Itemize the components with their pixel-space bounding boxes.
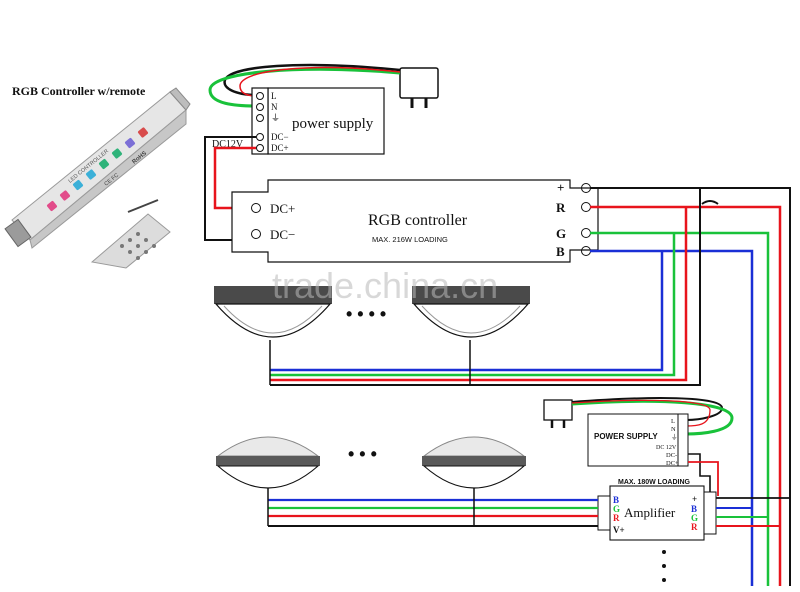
amplifier-left-terminal-vplus: V+: [613, 525, 625, 535]
amplifier: MAX. 180W LOADING Amplifier B G R V+ + B…: [597, 479, 717, 541]
ps-bottom-terminal-n: N: [671, 426, 676, 433]
amplifier-right-terminal-plus: +: [692, 494, 697, 504]
bus-red: [590, 205, 782, 586]
rgb-controller-terminal-b: B: [556, 244, 565, 259]
photo-title: RGB Controller w/remote: [12, 84, 146, 98]
controller-buttons: [46, 127, 149, 212]
bus-blue: [590, 249, 754, 586]
amplifier-left-terminal-b: B: [613, 495, 619, 505]
ps-bottom-terminal-dc-minus: DC-: [666, 452, 677, 459]
lamp-bottom-2: [422, 436, 526, 489]
ac-cable-green-top: [208, 67, 401, 108]
controller-button: [124, 137, 136, 149]
lamp-bottom-1: [216, 436, 320, 489]
plug-bottom: [543, 399, 573, 428]
plug-top: [399, 67, 439, 108]
ac-cable-black-top: [223, 63, 401, 97]
amplifier-right-terminal-g: G: [691, 513, 698, 523]
ps-top-title: power supply: [292, 116, 374, 132]
controller-button: [85, 169, 97, 180]
amp-power-red: [688, 461, 719, 496]
remote-photo: [90, 199, 171, 269]
ac-cable-black-bottom: [571, 397, 724, 421]
controller-button: [137, 127, 149, 138]
ps-top-terminal-dc-minus: DC−: [271, 132, 289, 142]
amplifier-title: Amplifier: [624, 505, 676, 520]
continuation-dots: [662, 550, 666, 582]
ps-top-terminal-ground: ⏚: [271, 113, 280, 123]
lamp-wire-top-red: [270, 207, 688, 382]
bus-green: [590, 231, 770, 586]
watermark: trade.china.cn: [272, 265, 498, 306]
rgb-controller-terminal-r: R: [556, 200, 566, 215]
ps-top-terminal-l: L: [271, 91, 277, 101]
rgb-controller-terminal-g: G: [556, 226, 566, 241]
amplifier-left-terminal-g: G: [613, 504, 620, 514]
lamp-wire-top-blue: [270, 251, 664, 372]
rgb-controller-terminal-dc-minus: DC−: [270, 227, 295, 242]
rgb-controller: DC+ DC− RGB controller MAX. 216W LOADING…: [231, 179, 599, 263]
lamp-wire-top-green: [270, 233, 676, 377]
controller-button: [59, 190, 71, 201]
lamp-wire-top-black: [270, 188, 701, 386]
ac-cable-green-bottom: [571, 399, 734, 436]
ellipsis-bottom: • • •: [348, 444, 377, 464]
rgb-controller-terminal-dc-plus: DC+: [270, 201, 295, 216]
ps-bottom-terminal-dc12v: DC 12V: [656, 445, 677, 451]
ps-top-terminal-n: N: [271, 102, 278, 112]
rgb-controller-rating: MAX. 216W LOADING: [372, 235, 448, 244]
controller-button: [98, 158, 110, 170]
lamp-top-1: [214, 286, 332, 338]
ps-top-voltage-label: DC12V: [212, 139, 244, 150]
lamp-drop-top-bridge: [701, 200, 719, 205]
power-supply-top: L N ⏚ DC− DC+ power supply: [251, 87, 385, 155]
amplifier-right-terminal-b: B: [691, 504, 697, 514]
ac-cable-red-bottom: [571, 399, 711, 427]
ps-top-terminal-dc-plus: DC+: [271, 143, 289, 153]
lamp-top-2: [412, 286, 530, 338]
ps-bottom-terminal-l: L: [671, 418, 675, 425]
bus-black-plus: [590, 187, 791, 586]
ellipsis-top: • • • •: [346, 304, 386, 324]
amplifier-left-terminal-r: R: [613, 513, 620, 523]
rgb-controller-terminal-plus: +: [557, 180, 564, 195]
controller-button: [72, 179, 84, 191]
ps-bottom-title: POWER SUPPLY: [594, 432, 658, 441]
amp-power-black: [688, 453, 711, 496]
rgb-controller-title: RGB controller: [368, 212, 468, 229]
ps-bottom-terminal-ground: ⏚: [671, 433, 678, 441]
controller-button: [111, 148, 123, 159]
ac-cable-red-top: [239, 66, 401, 97]
power-supply-bottom: POWER SUPPLY L N ⏚ DC 12V DC- DC+: [587, 413, 689, 467]
controller-button: [46, 200, 58, 212]
amplifier-rating: MAX. 180W LOADING: [618, 479, 691, 486]
ps-bottom-terminal-dc-plus: DC+: [666, 460, 679, 467]
controller-photo: LED CONTROLLER RoHS CE FC: [4, 87, 191, 249]
amplifier-right-terminal-r: R: [691, 522, 698, 532]
